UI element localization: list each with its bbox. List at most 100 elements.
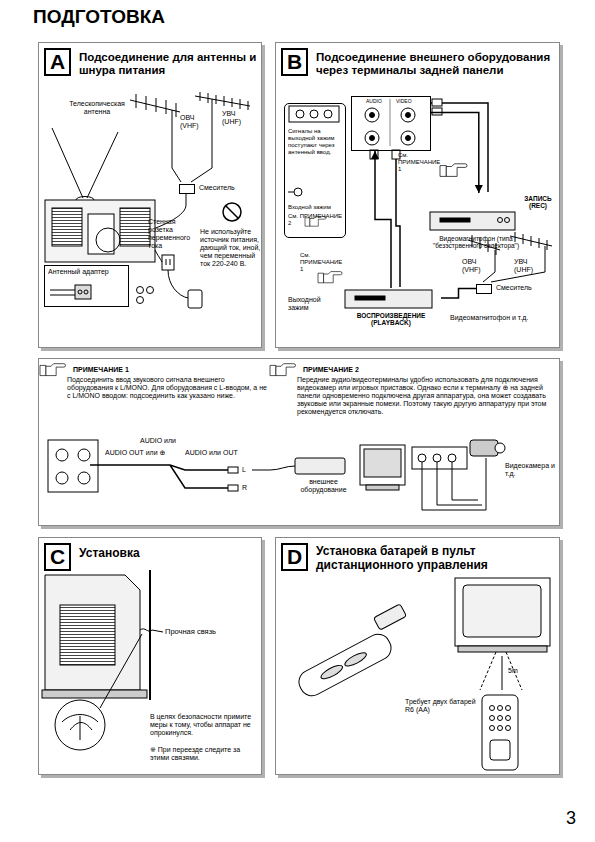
connection-illustration [432, 99, 442, 106]
band-label: УВЧ (UHF) [222, 110, 248, 126]
antenna-illustration [155, 250, 162, 262]
antenna-illustration [156, 98, 157, 112]
connection-illustration [406, 113, 411, 118]
mixer-symbol [179, 184, 195, 194]
antenna-illustration [212, 99, 213, 168]
channel-label: L [242, 466, 252, 474]
terminal-panel-text: VIDEO [396, 99, 421, 105]
remote-illustration [458, 646, 547, 652]
antenna-illustration [200, 92, 201, 101]
antenna-illustration [195, 96, 250, 106]
note-panel-text: Подсоединить ввод звукового сигнала внеш… [67, 376, 267, 400]
note-illustration [56, 472, 68, 484]
section-panel-text: Установка [79, 547, 249, 561]
remote-illustration [490, 706, 495, 711]
connection-illustration [432, 108, 442, 115]
antenna-illustration [50, 295, 75, 296]
note-panel-text: Передние аудио/видеотерминалы удобно исп… [297, 376, 552, 416]
section-panel: Установка батарей в пульт дистанционного… [275, 537, 560, 775]
note-illustration [90, 465, 228, 488]
connection-illustration [365, 131, 379, 145]
installation-illustration [45, 575, 140, 690]
note-illustration [295, 458, 345, 474]
equipment-box: внешнее оборудование [291, 454, 356, 499]
band-label: ОВЧ (VHF) [180, 114, 206, 130]
connection-illustration [406, 136, 411, 141]
section-panel: УстановкаC [38, 537, 262, 775]
warning-note: Не используйте источник питания, дающий … [200, 228, 262, 268]
antenna-illustration [208, 93, 209, 103]
connection-illustration [289, 106, 339, 122]
remote-illustration [343, 650, 368, 668]
antenna-illustration [223, 203, 241, 221]
antenna-illustration [52, 128, 83, 198]
remote-illustration [506, 726, 511, 731]
connection-illustration [430, 212, 515, 230]
note-illustration [360, 445, 405, 485]
note-illustration [412, 447, 467, 469]
connection-illustration [324, 110, 332, 118]
connection-illustration [430, 103, 488, 192]
connection-illustration [370, 136, 375, 141]
connection-illustration [365, 108, 379, 122]
remote-illustration [373, 604, 406, 630]
installation-illustration [100, 634, 142, 708]
antenna-illustration [120, 208, 150, 246]
antenna-illustration [216, 95, 217, 104]
antenna-illustration [137, 297, 144, 304]
antenna-illustration [88, 214, 114, 254]
section-letter-text: D [283, 545, 306, 569]
section-letter: D [281, 543, 308, 571]
note-illustration [270, 364, 296, 376]
remote-illustration [506, 706, 511, 711]
note-illustration [78, 449, 90, 461]
note-illustration [422, 458, 486, 510]
note-panel: ПРИМЕЧАНИЕ 1Подсоединить ввод звукового … [38, 358, 560, 526]
inset-box: Сигналы на выходной зажим поступают чере… [284, 103, 346, 238]
note-illustration [56, 449, 68, 461]
remote-illustration [463, 585, 541, 637]
installation-illustration [62, 715, 98, 741]
remote-illustration [506, 716, 511, 721]
signal-label: AUDIO или [140, 437, 200, 445]
antenna-illustration [170, 259, 171, 265]
antenna-illustration [162, 255, 174, 270]
antenna-illustration [168, 270, 188, 298]
note-illustration [364, 449, 401, 477]
connection-illustration [523, 234, 524, 244]
connection-illustration [505, 218, 510, 223]
antenna-illustration [224, 96, 225, 106]
cable-connector [441, 288, 476, 298]
vcr-box-text: ВОСПРОИЗВЕДЕНИЕ (PLAYBACK) [341, 312, 441, 327]
remote-illustration [490, 740, 510, 760]
note-illustration [495, 443, 505, 453]
inset-box-text: Антенный адаптер [48, 268, 128, 276]
mixer-box: Смеситель [179, 183, 251, 195]
antenna-illustration [52, 208, 82, 246]
band-label: ОВЧ (VHF) [462, 258, 490, 274]
connection-illustration [495, 250, 496, 272]
antenna-illustration [147, 287, 154, 294]
note-illustration [418, 454, 426, 462]
connection-illustration [370, 113, 375, 118]
vcr-box: ЗАПИСЬ (REC)Видеомагнитофон (типа "безэс… [426, 193, 558, 257]
mixer-box-text: Смеситель [496, 284, 552, 292]
connection-illustration [531, 236, 532, 246]
outlet-label: Стенная розетка переменного тока [148, 218, 200, 250]
section-letter: B [281, 48, 308, 76]
antenna-illustration [248, 101, 249, 110]
antenna-illustration [136, 94, 137, 108]
antenna-illustration [75, 285, 91, 299]
antenna-illustration [45, 92, 250, 308]
note-illustration [448, 454, 456, 462]
installation-illustration [55, 700, 105, 750]
section-panel-text: Подсоединение для антенны и шнура питани… [79, 51, 259, 77]
connection-illustration [440, 218, 470, 222]
antenna-illustration [87, 132, 118, 198]
channel-label: R [242, 484, 252, 492]
antenna-illustration [50, 290, 75, 291]
inset-box-text: Входной зажим [288, 204, 344, 211]
signal-label: AUDIO OUT или ⊕ [105, 449, 180, 457]
section-panel-text: Подсоединение внешнего оборудования чере… [316, 51, 556, 77]
